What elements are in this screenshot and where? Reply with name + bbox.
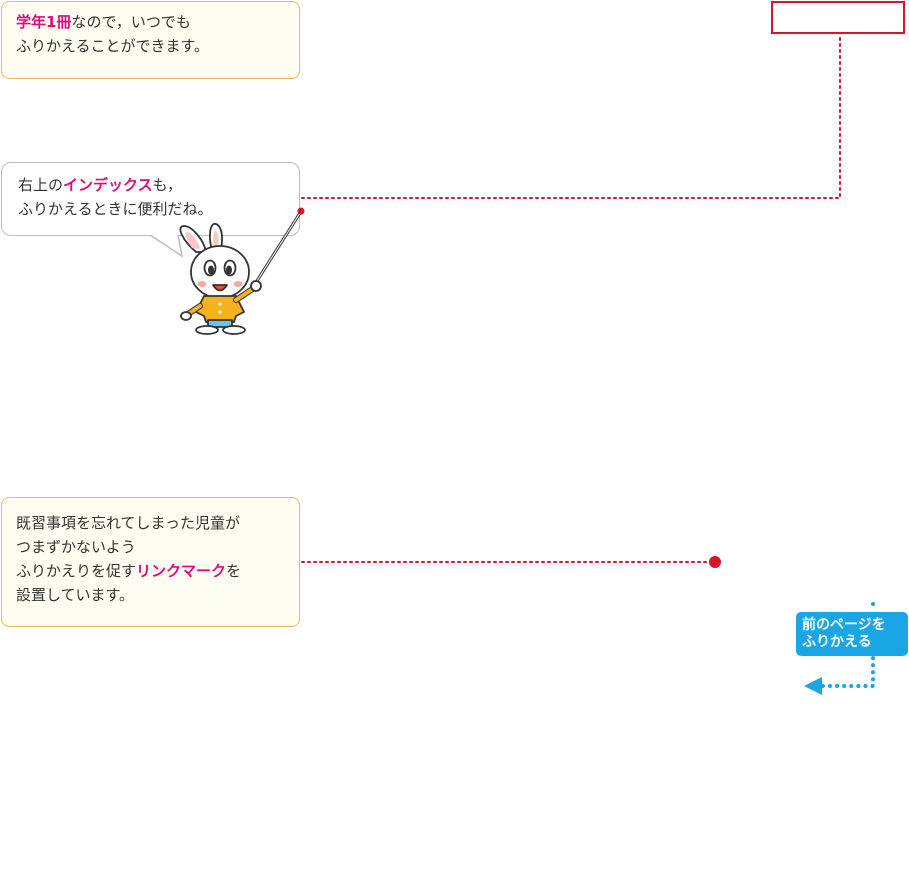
speech-bubble-line1: 右上のインデックスも，	[18, 173, 283, 197]
callout-one-volume: 学年1冊なので，いつでも ふりかえることができます。	[1, 1, 300, 79]
previous-page-review-line2: ふりかえる	[802, 634, 872, 650]
rabbit-mascot	[179, 223, 262, 335]
speech-bubble-line2: ふりかえるときに便利だね。	[18, 200, 213, 218]
speech-bubble-highlight: インデックス	[63, 176, 153, 194]
previous-page-review-line1: 前のページを	[802, 617, 886, 633]
review-link-arrow-line	[816, 602, 875, 688]
previous-page-review-button[interactable]: 前のページを ふりかえる	[796, 612, 908, 656]
callout-one-volume-rest: なので，いつでも	[71, 13, 191, 31]
callout-link-mark-line4: 設置しています。	[16, 586, 135, 604]
callout-link-mark-line2: つまずかないよう	[16, 538, 136, 556]
callout-link-mark-post: を	[226, 562, 242, 580]
link-mark-dot	[709, 556, 721, 568]
speech-bubble-pre: 右上の	[18, 176, 64, 194]
callout-link-mark-highlight: リンクマーク	[136, 562, 227, 580]
callout-one-volume-highlight: 学年1冊	[16, 13, 72, 31]
callout-link-mark-pre: ふりかえりを促す	[16, 562, 137, 580]
callout-link-mark-line3: ふりかえりを促すリンクマークを	[16, 559, 285, 583]
callout-one-volume-line2: ふりかえることができます。	[16, 37, 210, 55]
index-tab-frame	[771, 1, 905, 34]
review-link-arrow-head	[804, 677, 822, 695]
callout-one-volume-line1: 学年1冊なので，いつでも	[16, 10, 285, 34]
callout-link-mark: 既習事項を忘れてしまった児童が つまずかないよう ふりかえりを促すリンクマークを…	[1, 497, 300, 627]
speech-bubble-post: も，	[152, 176, 182, 194]
index-leader-line	[301, 35, 841, 199]
callout-link-mark-line1: 既習事項を忘れてしまった児童が	[16, 514, 240, 532]
pointer-tip	[297, 207, 305, 215]
